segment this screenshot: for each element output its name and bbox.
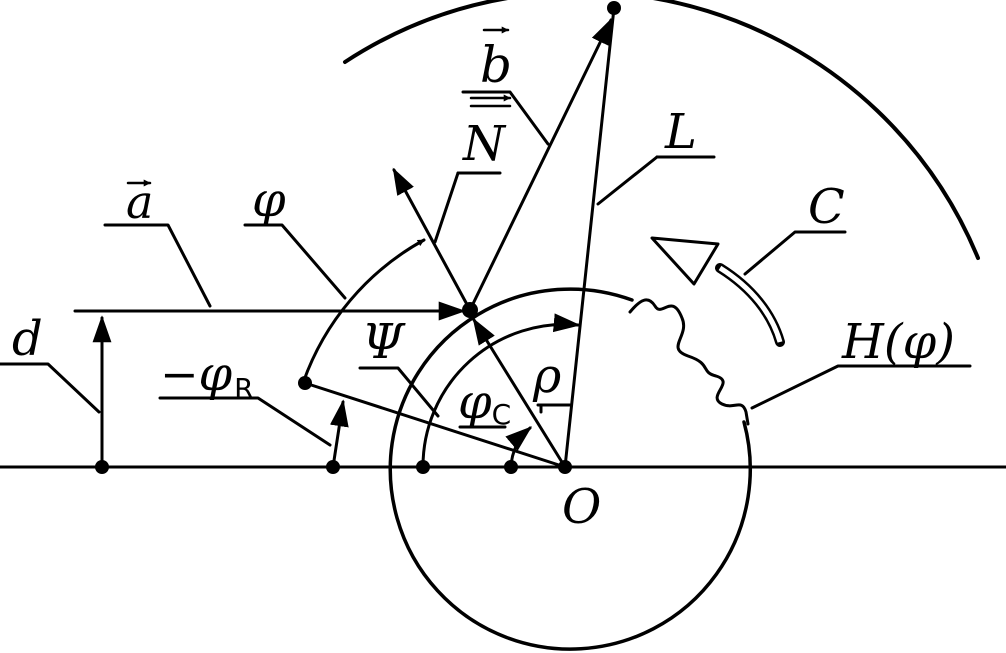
label-rho: ρ	[532, 348, 561, 404]
line-L	[563, 6, 616, 469]
small-circle	[388, 287, 752, 651]
psi-base-point	[416, 460, 430, 474]
label-H-phi: H(φ)	[841, 314, 955, 370]
label-phi-C: φC	[458, 374, 511, 431]
vector-accents	[126, 26, 512, 187]
label-minus-phi-R: −φR	[160, 346, 254, 405]
origin-point	[558, 460, 572, 474]
rotation-arrow-C	[650, 236, 785, 347]
contact-point	[462, 302, 478, 318]
label-phi: φ	[252, 172, 286, 228]
phi-R-base-point	[326, 460, 340, 474]
outer-arc	[343, 0, 980, 260]
phi-R-ray	[303, 381, 567, 469]
vector-rho	[472, 317, 567, 469]
vector-N	[392, 167, 472, 312]
h-phi-curve	[628, 298, 750, 426]
label-d: d	[12, 311, 43, 367]
points	[95, 1, 621, 474]
phi-R-arrow	[329, 399, 349, 469]
label-C: C	[808, 179, 845, 235]
label-L: L	[664, 104, 697, 160]
phi-R-point	[298, 376, 312, 390]
label-O: O	[562, 479, 601, 535]
psi-arc	[421, 313, 581, 469]
phi-c-base-point	[504, 460, 518, 474]
label-N: N	[462, 116, 507, 172]
label-b: b	[480, 36, 512, 94]
leader-lines	[0, 90, 972, 447]
top-point	[607, 1, 621, 15]
vector-b	[468, 17, 613, 312]
label-psi: Ψ	[362, 314, 406, 370]
label-a: a	[126, 175, 153, 229]
d-point	[95, 460, 109, 474]
phi-arc	[301, 238, 426, 385]
